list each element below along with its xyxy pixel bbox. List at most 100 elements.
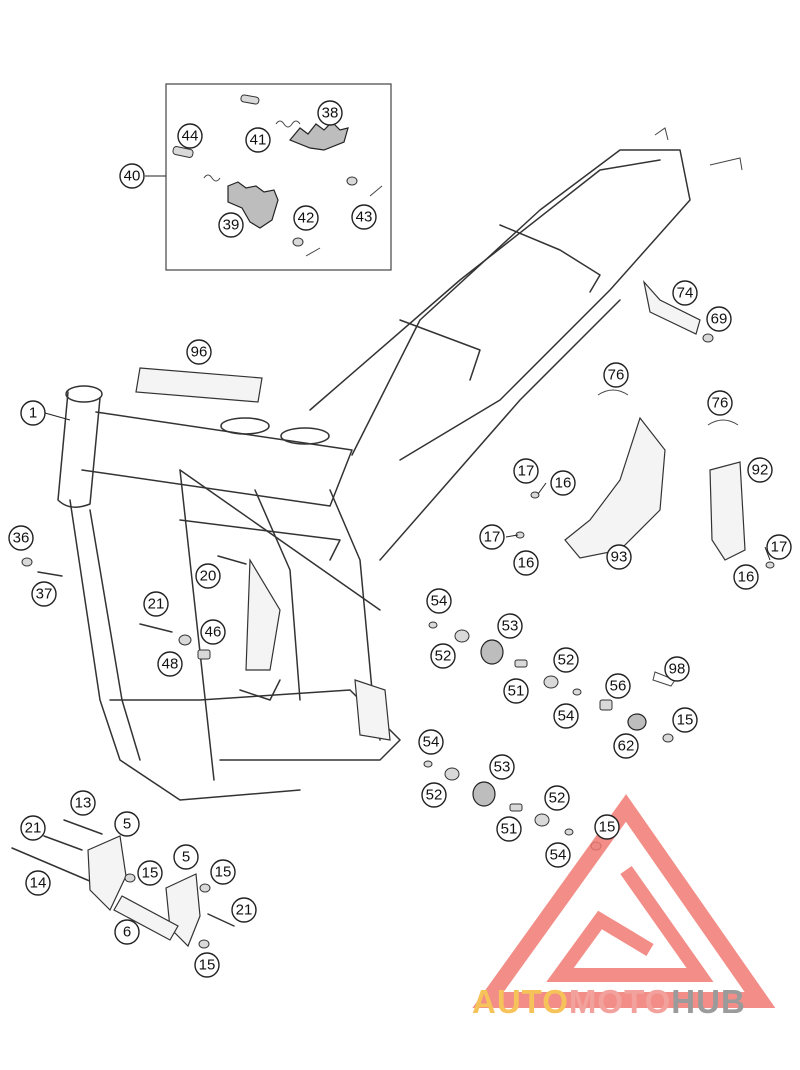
callout-label-38: 38 xyxy=(322,105,339,122)
leader-16a xyxy=(537,482,547,495)
bushing-53b xyxy=(472,781,496,807)
steering-head xyxy=(57,391,101,508)
callout-56: 56 xyxy=(605,673,631,699)
callout-group: 1 5 5 6 13 14 15 15 15 15 15 16 16 16 17… xyxy=(8,100,792,978)
callout-16a: 16 xyxy=(550,470,576,496)
spring-39 xyxy=(203,174,221,182)
cable-tie-76b xyxy=(707,419,739,426)
nut-15-a xyxy=(124,873,136,883)
callout-21c: 21 xyxy=(231,897,257,923)
callout-54c: 54 xyxy=(418,729,444,755)
callout-5b: 5 xyxy=(173,844,199,870)
bracket-96 xyxy=(135,367,263,403)
tab-rear-2 xyxy=(709,157,743,171)
callout-46: 46 xyxy=(200,619,226,645)
callout-label-40: 40 xyxy=(124,168,141,185)
callout-21a: 21 xyxy=(143,591,169,617)
callout-label-36: 36 xyxy=(13,530,30,547)
cable-tie-76a xyxy=(597,389,629,396)
callout-43: 43 xyxy=(351,204,377,230)
callout-label-21c: 21 xyxy=(236,902,253,919)
callout-label-62: 62 xyxy=(618,738,635,755)
callout-label-16c: 16 xyxy=(738,569,755,586)
subframe-cross xyxy=(499,224,601,293)
bolt-14 xyxy=(11,847,93,883)
callout-21b: 21 xyxy=(20,815,46,841)
callout-20: 20 xyxy=(195,563,221,589)
callout-92: 92 xyxy=(747,457,773,483)
watermark-triangle-inner xyxy=(546,865,714,982)
bolt-20 xyxy=(217,555,247,565)
watermark-auto: AUTO xyxy=(472,983,569,1020)
callout-label-21b: 21 xyxy=(25,820,42,837)
callout-label-53a: 53 xyxy=(502,618,519,635)
main-frame xyxy=(57,127,743,801)
down-tube-inner xyxy=(89,509,141,761)
callout-53a: 53 xyxy=(497,613,523,639)
tank-mount-1 xyxy=(220,417,270,435)
callout-label-56: 56 xyxy=(610,678,627,695)
nut-15-b xyxy=(199,883,211,893)
callout-76a: 76 xyxy=(603,362,629,388)
bolt-21-right xyxy=(207,913,235,927)
screw-17c xyxy=(765,561,775,569)
callout-69: 69 xyxy=(706,306,732,332)
leader-17c xyxy=(764,546,771,561)
callout-17b: 17 xyxy=(479,524,505,550)
callout-label-98: 98 xyxy=(669,661,686,678)
callout-label-14: 14 xyxy=(30,875,47,892)
nut-69 xyxy=(702,333,714,343)
bolt-21-left xyxy=(43,835,83,851)
callout-74: 74 xyxy=(672,280,698,306)
screw-17a xyxy=(530,491,540,499)
leader-lines xyxy=(44,412,771,561)
spring-41 xyxy=(275,120,301,128)
side-guards xyxy=(515,389,775,569)
washer-54c xyxy=(423,760,433,768)
callout-label-46: 46 xyxy=(205,624,222,641)
callout-label-13: 13 xyxy=(75,795,92,812)
bolt-21 xyxy=(139,623,173,633)
watermark-text: AUTOMOTOHUB xyxy=(472,983,746,1020)
engine-plate-right xyxy=(354,679,391,741)
front-cross-tube xyxy=(179,469,215,781)
callout-1: 1 xyxy=(20,400,46,426)
callout-41: 41 xyxy=(245,127,271,153)
callout-label-21a: 21 xyxy=(148,596,165,613)
callout-label-16b: 16 xyxy=(518,555,535,572)
washer-42 xyxy=(292,237,304,247)
callout-label-92: 92 xyxy=(752,462,769,479)
callout-label-42: 42 xyxy=(298,210,315,227)
sleeve-51a xyxy=(514,659,528,668)
pin-44 xyxy=(172,146,194,158)
mid-brace xyxy=(179,519,341,561)
subframe-upper xyxy=(351,149,691,461)
callout-label-5a: 5 xyxy=(123,816,131,833)
bracket-74 xyxy=(642,279,701,335)
bearing-52a xyxy=(454,629,470,643)
callout-label-43: 43 xyxy=(356,209,373,226)
callout-52b: 52 xyxy=(553,647,579,673)
bushing-53a xyxy=(480,639,504,665)
inner-spar xyxy=(254,489,301,701)
callout-label-17a: 17 xyxy=(518,463,535,480)
footrest-39 xyxy=(227,181,279,229)
callout-37: 37 xyxy=(31,581,57,607)
callout-label-15a: 15 xyxy=(142,865,159,882)
engine-plate-left xyxy=(245,557,281,671)
left-hardware xyxy=(21,555,247,660)
callout-label-52c: 52 xyxy=(426,787,443,804)
callout-label-54a: 54 xyxy=(431,593,448,610)
callout-15b: 15 xyxy=(210,859,236,885)
callout-38: 38 xyxy=(317,100,343,126)
callout-label-15e: 15 xyxy=(599,819,616,836)
subframe-rail xyxy=(309,159,661,411)
callout-54a: 54 xyxy=(426,588,452,614)
callout-label-15c: 15 xyxy=(199,957,216,974)
callout-label-76a: 76 xyxy=(608,367,625,384)
callout-44: 44 xyxy=(177,123,203,149)
callout-5a: 5 xyxy=(114,811,140,837)
watermark-moto: MOTO xyxy=(569,983,671,1020)
callout-62: 62 xyxy=(613,733,639,759)
